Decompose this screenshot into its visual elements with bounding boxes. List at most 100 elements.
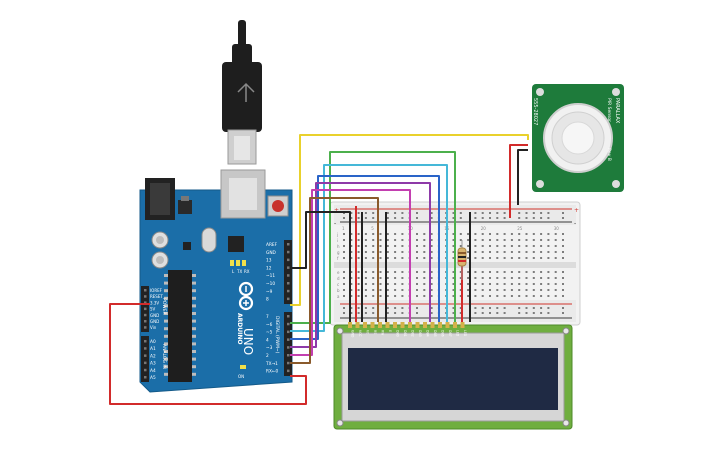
breadboard-hole[interactable] <box>532 295 535 297</box>
breadboard-hole[interactable] <box>379 245 382 247</box>
breadboard-hole[interactable] <box>467 239 470 241</box>
rail-hole[interactable] <box>416 217 418 219</box>
rail-hole[interactable] <box>350 307 353 309</box>
rail-hole[interactable] <box>496 312 499 314</box>
rail-hole[interactable] <box>357 307 360 309</box>
breadboard-hole[interactable] <box>518 271 521 273</box>
lcd-pin[interactable] <box>393 322 397 328</box>
breadboard-hole[interactable] <box>430 283 433 285</box>
rail-hole[interactable] <box>357 312 360 314</box>
breadboard-hole[interactable] <box>532 245 535 247</box>
breadboard-hole[interactable] <box>372 289 375 291</box>
breadboard-hole[interactable] <box>510 271 513 273</box>
rail-hole[interactable] <box>525 212 528 214</box>
breadboard-hole[interactable] <box>481 289 484 291</box>
breadboard-hole[interactable] <box>350 245 353 247</box>
rail-hole[interactable] <box>540 307 543 309</box>
breadboard-hole[interactable] <box>554 245 557 247</box>
breadboard-hole[interactable] <box>481 245 484 247</box>
rail-hole[interactable] <box>481 217 484 219</box>
rail-hole[interactable] <box>489 212 491 214</box>
rail-hole[interactable] <box>430 307 433 309</box>
rail-hole[interactable] <box>343 217 345 219</box>
breadboard-hole[interactable] <box>474 277 477 279</box>
breadboard-hole[interactable] <box>364 245 367 247</box>
breadboard-hole[interactable] <box>401 289 404 291</box>
breadboard-hole[interactable] <box>510 283 513 285</box>
breadboard-hole[interactable] <box>518 277 521 279</box>
breadboard-hole[interactable] <box>467 271 470 273</box>
breadboard-hole[interactable] <box>430 251 433 253</box>
lcd-pin[interactable] <box>423 322 427 328</box>
breadboard-hole[interactable] <box>379 295 382 297</box>
breadboard-hole[interactable] <box>503 295 506 297</box>
breadboard-hole[interactable] <box>423 233 426 235</box>
rail-hole[interactable] <box>496 307 499 309</box>
breadboard-hole[interactable] <box>547 277 550 279</box>
breadboard-hole[interactable] <box>394 257 397 259</box>
breadboard-hole[interactable] <box>401 295 404 297</box>
rail-hole[interactable] <box>547 212 550 214</box>
rail-hole[interactable] <box>503 312 506 314</box>
breadboard-hole[interactable] <box>489 233 491 235</box>
analog-header[interactable] <box>141 336 149 382</box>
breadboard-hole[interactable] <box>386 245 389 247</box>
breadboard-hole[interactable] <box>394 277 397 279</box>
breadboard-hole[interactable] <box>532 277 535 279</box>
breadboard-hole[interactable] <box>343 239 345 241</box>
breadboard-hole[interactable] <box>416 283 418 285</box>
breadboard-hole[interactable] <box>394 251 397 253</box>
breadboard-hole[interactable] <box>554 257 557 259</box>
breadboard-hole[interactable] <box>510 257 513 259</box>
breadboard-hole[interactable] <box>423 271 426 273</box>
lcd-pin[interactable] <box>453 322 457 328</box>
rail-hole[interactable] <box>562 312 564 314</box>
breadboard-hole[interactable] <box>518 283 521 285</box>
rail-hole[interactable] <box>416 212 418 214</box>
breadboard-hole[interactable] <box>343 289 345 291</box>
breadboard-hole[interactable] <box>554 289 557 291</box>
breadboard-hole[interactable] <box>452 271 455 273</box>
breadboard-hole[interactable] <box>525 289 528 291</box>
breadboard-hole[interactable] <box>350 283 353 285</box>
rail-hole[interactable] <box>364 312 367 314</box>
breadboard-hole[interactable] <box>401 251 404 253</box>
breadboard-hole[interactable] <box>562 257 564 259</box>
breadboard-hole[interactable] <box>350 277 353 279</box>
breadboard-hole[interactable] <box>372 251 375 253</box>
breadboard-hole[interactable] <box>364 233 367 235</box>
breadboard-hole[interactable] <box>540 283 543 285</box>
breadboard-hole[interactable] <box>430 245 433 247</box>
breadboard-hole[interactable] <box>496 233 499 235</box>
breadboard-hole[interactable] <box>525 257 528 259</box>
breadboard-hole[interactable] <box>518 257 521 259</box>
breadboard-hole[interactable] <box>350 251 353 253</box>
breadboard-hole[interactable] <box>547 239 550 241</box>
breadboard-hole[interactable] <box>503 283 506 285</box>
rail-hole[interactable] <box>394 307 397 309</box>
breadboard-hole[interactable] <box>394 271 397 273</box>
breadboard-hole[interactable] <box>394 295 397 297</box>
breadboard-hole[interactable] <box>430 295 433 297</box>
breadboard-hole[interactable] <box>379 277 382 279</box>
rail-hole[interactable] <box>525 307 528 309</box>
rail-hole[interactable] <box>547 312 550 314</box>
rail-hole[interactable] <box>518 212 521 214</box>
breadboard-hole[interactable] <box>386 257 389 259</box>
rail-hole[interactable] <box>547 307 550 309</box>
breadboard-hole[interactable] <box>547 289 550 291</box>
breadboard-hole[interactable] <box>357 283 360 285</box>
breadboard-hole[interactable] <box>416 245 418 247</box>
breadboard-hole[interactable] <box>416 239 418 241</box>
breadboard-hole[interactable] <box>350 257 353 259</box>
rail-hole[interactable] <box>489 312 491 314</box>
breadboard-hole[interactable] <box>474 295 477 297</box>
breadboard-hole[interactable] <box>423 245 426 247</box>
breadboard-hole[interactable] <box>503 257 506 259</box>
breadboard-hole[interactable] <box>416 233 418 235</box>
breadboard-hole[interactable] <box>386 295 389 297</box>
breadboard-hole[interactable] <box>467 257 470 259</box>
breadboard-hole[interactable] <box>459 289 462 291</box>
breadboard-hole[interactable] <box>489 257 491 259</box>
rail-hole[interactable] <box>357 217 360 219</box>
